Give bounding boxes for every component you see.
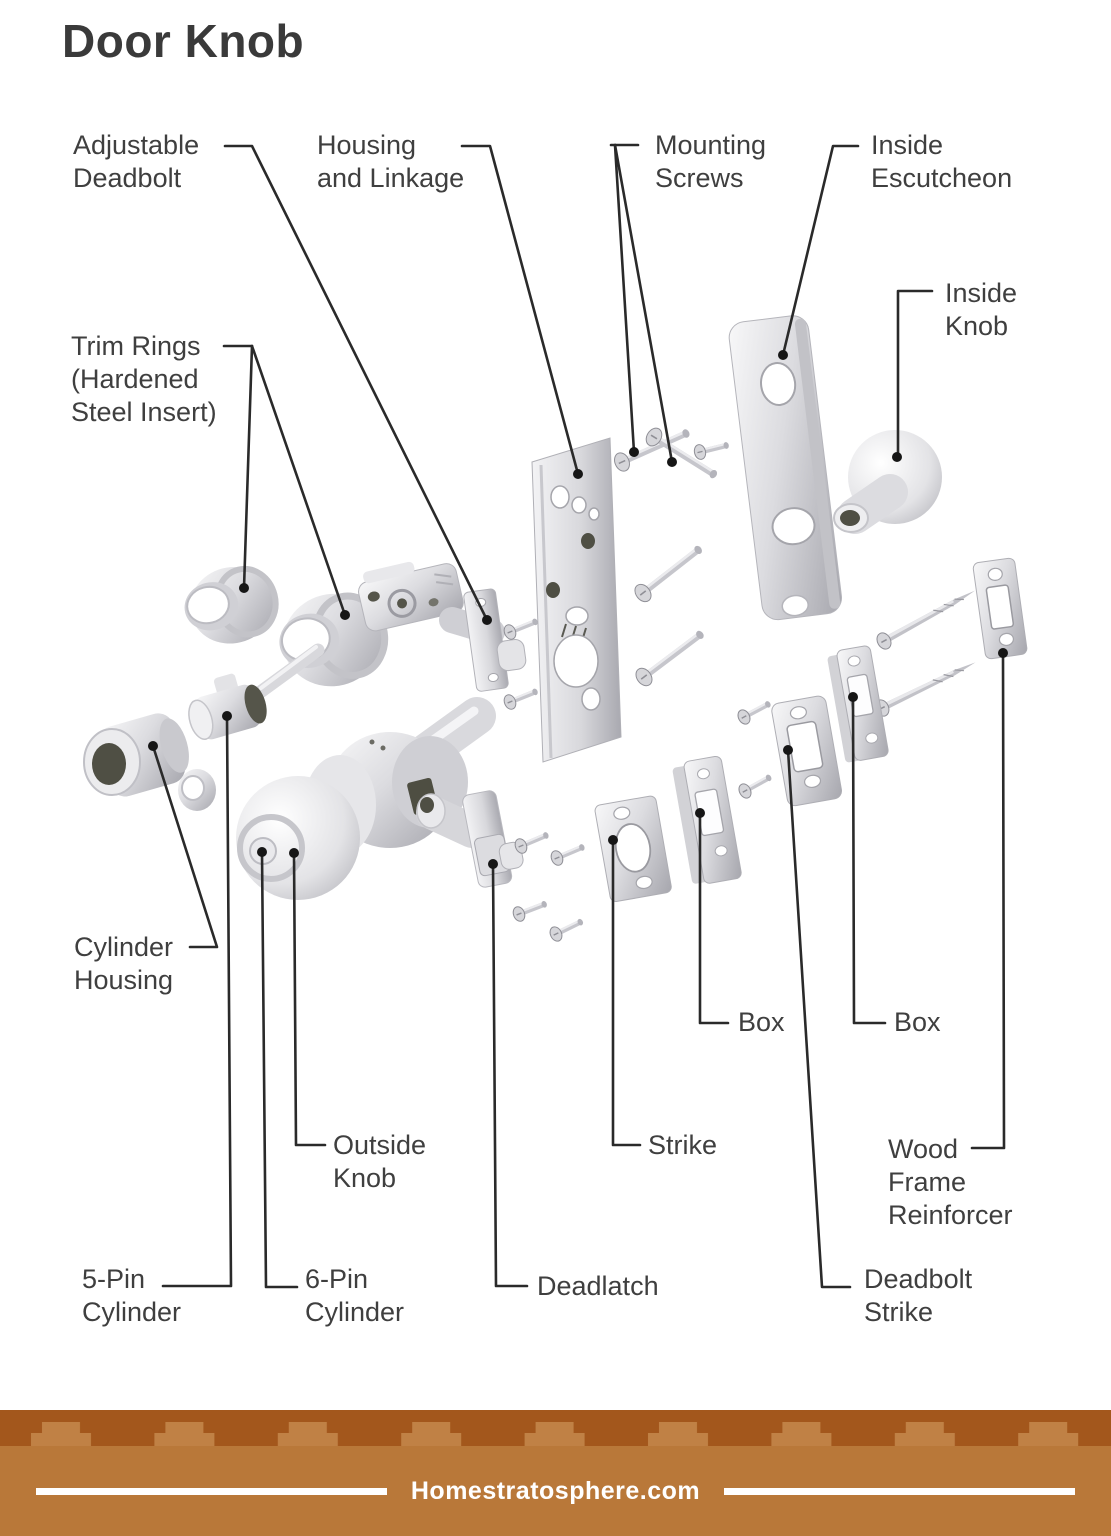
five-pin-cylinder-part (188, 673, 267, 740)
callout-strike: Strike (648, 1130, 718, 1160)
housing-linkage-plate (531, 437, 622, 763)
box-left-part (672, 755, 742, 884)
callout-five-pin-cylinder: 5-Pin Cylinder (82, 1264, 182, 1327)
cylinder-housing-part (83, 713, 189, 797)
callout-inside-escutcheon: Inside Escutcheon (871, 130, 1013, 193)
deadlatch-part (416, 790, 524, 888)
callout-housing-linkage: Housing and Linkage (317, 130, 465, 193)
callout-trim-rings: Trim Rings (Hardened Steel Insert) (71, 331, 217, 427)
footer-right-rule (724, 1487, 1075, 1495)
strike-plate (594, 795, 672, 902)
inside-knob-part (833, 430, 942, 534)
footer-dovetail-pattern (0, 1410, 1111, 1446)
leader-dots (148, 350, 1008, 869)
footer-site-name: Homestratosphere.com (410, 1476, 701, 1505)
deadbolt-strike-plate (771, 695, 843, 807)
exploded-parts-illustration (83, 143, 1028, 1289)
footer: Homestratosphere.com (0, 1410, 1111, 1536)
deadlatch-screws (510, 826, 588, 944)
spindle-rod (252, 643, 325, 700)
adjustable-deadbolt-part (358, 561, 527, 692)
page-title: Door Knob (62, 15, 305, 67)
callout-deadlatch: Deadlatch (537, 1271, 659, 1301)
leader-lines (151, 143, 1006, 1289)
callout-adjustable-deadbolt: Adjustable Deadbolt (73, 130, 200, 193)
callout-deadbolt-strike: Deadbolt Strike (864, 1264, 973, 1327)
callout-mounting-screws: Mounting Screws (655, 130, 767, 193)
box-right-part (827, 645, 889, 763)
callout-outside-knob: Outside Knob (333, 1130, 427, 1193)
callout-box-left: Box (738, 1007, 785, 1037)
wood-screws (871, 582, 980, 720)
callout-box-right: Box (894, 1007, 941, 1037)
footer-left-rule (36, 1487, 387, 1495)
callout-inside-knob: Inside Knob (945, 278, 1018, 341)
footer-bar: Homestratosphere.com (0, 1446, 1111, 1536)
trim-ring-small (184, 565, 279, 644)
callout-cylinder-housing: Cylinder Housing (74, 932, 174, 995)
retaining-ring (178, 769, 216, 811)
callout-six-pin-cylinder: 6-Pin Cylinder (305, 1264, 405, 1327)
wood-frame-reinforcer-plate (972, 557, 1028, 660)
callout-wood-frame-reinforcer: Wood Frame Reinforcer (888, 1134, 1013, 1230)
inside-escutcheon-plate (728, 315, 843, 621)
box-screws (734, 695, 776, 801)
